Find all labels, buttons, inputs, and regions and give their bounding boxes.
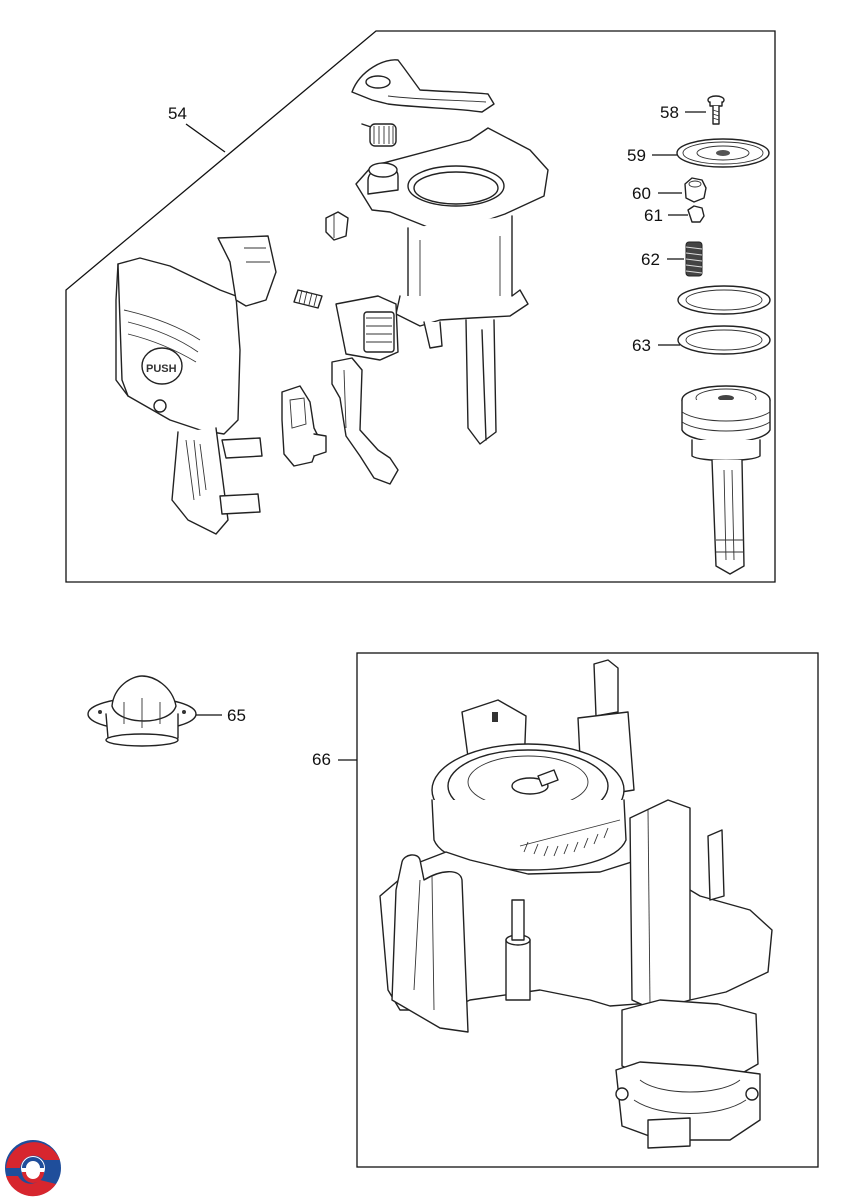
svg-text:61: 61 — [644, 206, 663, 225]
callout-61: 61 — [644, 206, 688, 225]
svg-text:58: 58 — [660, 103, 679, 122]
valve-part-61 — [687, 205, 705, 223]
callout-58: 58 — [660, 103, 706, 122]
svg-text:63: 63 — [632, 336, 651, 355]
svg-text:65: 65 — [227, 706, 246, 725]
torsion-spring-part — [361, 123, 397, 147]
svg-text:62: 62 — [641, 250, 660, 269]
cap-part-65 — [87, 675, 197, 747]
callout-65: 65 — [188, 706, 246, 725]
callout-54: 54 — [168, 104, 226, 153]
callout-63: 63 — [632, 336, 680, 355]
filter-disc-part-59 — [676, 138, 770, 168]
push-label: PUSH — [146, 363, 177, 375]
svg-text:59: 59 — [627, 146, 646, 165]
callout-66: 66 — [312, 750, 357, 769]
svg-text:60: 60 — [632, 184, 651, 203]
front-cover-part: PUSH — [115, 235, 277, 535]
assembly-54-frame — [65, 30, 776, 583]
nut-part-60 — [684, 177, 707, 203]
piston-valve-part — [681, 385, 771, 575]
compression-spring-part — [293, 289, 323, 309]
small-latch-part — [325, 211, 349, 241]
brew-housing-part — [355, 127, 549, 445]
assembly-66-frame — [356, 652, 819, 1168]
screw-part-58 — [707, 95, 725, 125]
o-rings-part-63 — [677, 285, 771, 355]
brand-logo-icon — [5, 1140, 61, 1197]
callout-62: 62 — [641, 250, 684, 269]
svg-text:66: 66 — [312, 750, 331, 769]
spring-part-62 — [685, 241, 703, 277]
clip-part — [281, 385, 327, 467]
callout-60: 60 — [632, 184, 682, 203]
lever-spring-assembly-part — [331, 295, 399, 485]
callout-59: 59 — [627, 146, 678, 165]
svg-text:54: 54 — [168, 104, 187, 123]
top-handle-arm-part — [351, 59, 495, 113]
grinder-unit-part-66 — [379, 659, 773, 1149]
